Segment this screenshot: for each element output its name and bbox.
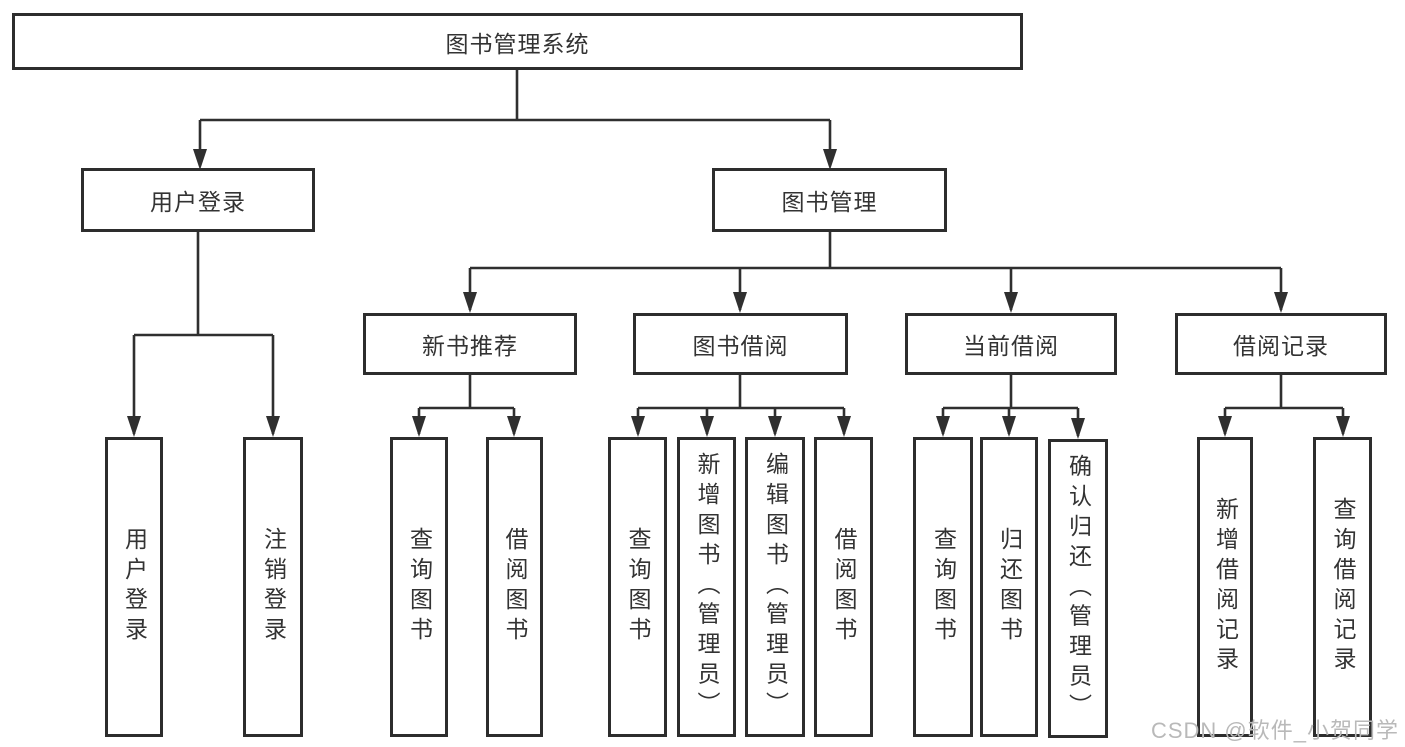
node-current-borrowing: 当前借阅: [905, 313, 1117, 375]
node-new-book-recommend: 新书推荐: [363, 313, 577, 375]
leaf-query-books-recommend: 查询图书: [390, 437, 448, 737]
leaf-confirm-return-admin: 确认归还（管理员）: [1048, 439, 1108, 738]
node-label: 图书管理: [781, 189, 878, 215]
leaf-edit-books-admin: 编辑图书（管理员）: [745, 437, 805, 737]
leaf-query-borrow-record: 查询借阅记录: [1313, 437, 1372, 737]
node-label: 用户登录: [150, 189, 246, 215]
node-library-system: 图书管理系统: [12, 13, 1023, 70]
node-label: 借阅图书: [831, 527, 857, 647]
node-label: 借阅图书: [502, 527, 528, 647]
node-label: 图书借阅: [692, 333, 789, 359]
node-borrowing-records: 借阅记录: [1175, 313, 1387, 375]
node-label: 注销登录: [260, 527, 287, 647]
leaf-borrow-books-recommend: 借阅图书: [486, 437, 543, 737]
leaf-logout: 注销登录: [243, 437, 303, 737]
leaf-borrow-books: 借阅图书: [814, 437, 873, 737]
leaf-add-books-admin: 新增图书（管理员）: [677, 437, 736, 737]
node-label: 归还图书: [996, 527, 1023, 647]
node-label: 图书管理系统: [445, 30, 590, 57]
node-book-borrowing: 图书借阅: [633, 313, 848, 375]
node-label: 当前借阅: [963, 333, 1059, 359]
node-label: 查询图书: [930, 527, 957, 647]
node-label: 查询借阅记录: [1330, 497, 1356, 677]
node-label: 新书推荐: [422, 333, 518, 359]
node-label: 查询图书: [625, 527, 651, 647]
node-label: 编辑图书（管理员）: [762, 452, 789, 722]
node-book-management: 图书管理: [712, 168, 947, 232]
node-label: 用户登录: [121, 527, 148, 647]
node-label: 借阅记录: [1233, 333, 1329, 359]
leaf-query-books-borrow: 查询图书: [608, 437, 667, 737]
node-label: 确认归还（管理员）: [1065, 453, 1092, 724]
csdn-watermark: CSDN @软件_小贺同学: [1150, 718, 1399, 743]
node-user-login: 用户登录: [81, 168, 315, 232]
node-label: 查询图书: [406, 527, 433, 647]
leaf-add-borrow-record: 新增借阅记录: [1197, 437, 1253, 737]
leaf-user-login: 用户登录: [105, 437, 163, 737]
node-label: 新增借阅记录: [1212, 497, 1239, 677]
node-label: 新增图书（管理员）: [694, 452, 720, 722]
leaf-return-books: 归还图书: [980, 437, 1038, 737]
leaf-query-books-current: 查询图书: [913, 437, 973, 737]
